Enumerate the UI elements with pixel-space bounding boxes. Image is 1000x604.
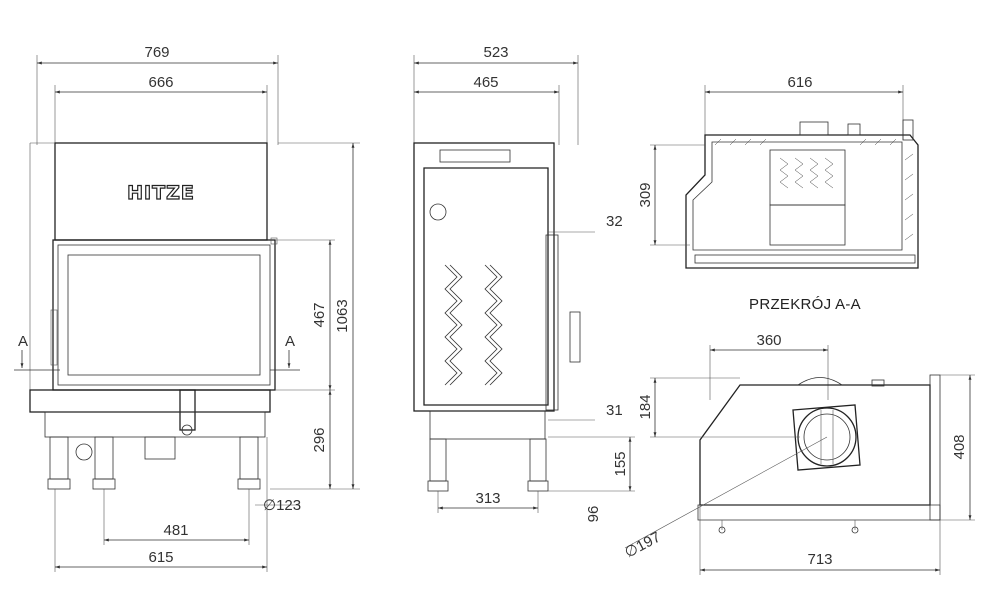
dim-leg-height: 296 [311, 427, 328, 452]
dim-section-width: 616 [787, 74, 812, 91]
dim-flue-depth: 184 [637, 394, 654, 419]
dim-overall-height: 1063 [334, 299, 351, 332]
dim-top-overall-width: 713 [807, 551, 832, 568]
front-legs [47, 436, 261, 490]
section-view: 616 309 PRZEKRÓJ A-A [637, 74, 919, 313]
dim-glass-height: 467 [311, 302, 328, 327]
dim-top-overall-depth: 408 [951, 434, 968, 459]
dim-bottom-offset: 31 [606, 402, 623, 419]
dim-body-depth: 465 [473, 74, 498, 91]
section-label: PRZEKRÓJ A-A [749, 296, 861, 313]
dim-leg-depth: 313 [475, 490, 500, 507]
dim-handle-offset: 32 [606, 213, 623, 230]
side-view: 523 465 32 31 155 96 31 [413, 44, 635, 523]
dim-air-inlet-height: 155 [612, 451, 629, 476]
dim-section-height: 309 [637, 182, 654, 207]
brand-logo: HITZE [127, 182, 195, 204]
top-view: 360 184 408 ∅197 [622, 332, 975, 575]
dim-door-width: 666 [148, 74, 173, 91]
section-marker-left: A [18, 333, 28, 350]
dim-flue-center: 360 [756, 332, 781, 349]
section-marker-right: A [285, 333, 295, 350]
dim-overall-depth: 523 [483, 44, 508, 61]
dim-air-diameter: ∅197 [622, 529, 664, 562]
dim-base-width: 615 [148, 549, 173, 566]
front-view: 769 666 HITZE A A [14, 44, 360, 572]
dim-leg-spacing: 481 [163, 522, 188, 539]
dim-flue-diameter: ∅123 [263, 497, 301, 514]
dim-overall-width: 769 [144, 44, 169, 61]
dim-air-inlet-offset: 96 [585, 506, 602, 523]
